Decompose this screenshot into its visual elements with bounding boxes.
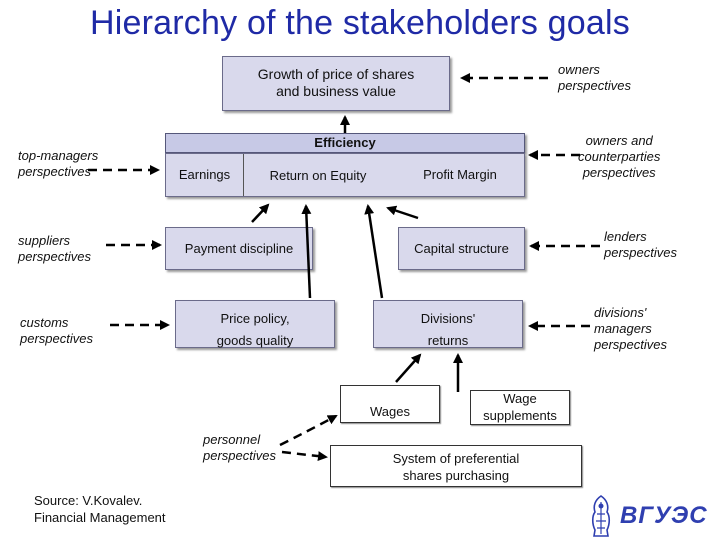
capital-to-efficiency-arrow <box>386 205 419 220</box>
wage-supplements-label: Wage supplements <box>483 391 557 423</box>
efficiency-components-box: Earnings Return on Equity Profit Margin <box>165 153 525 197</box>
divisions-returns-label-1: Divisions' <box>420 311 476 326</box>
personnel-wages-arrow <box>279 414 338 447</box>
source-line-2: Financial Management <box>34 510 166 525</box>
growth-box: Growth of price of shares and business v… <box>222 56 450 111</box>
top-managers-perspectives: top-managers perspectives <box>18 148 99 179</box>
page-title: Hierarchy of the stakeholders goals <box>90 4 630 42</box>
customs-perspectives: customs perspectives <box>20 315 93 346</box>
source-line-1: Source: V.Kovalev. <box>34 493 143 508</box>
wages-to-divisions-arrow <box>395 353 422 383</box>
divisions-returns-label-2: returns <box>427 333 469 348</box>
goods-quality-label: goods quality <box>216 333 294 348</box>
logo: ВГУЭС <box>586 494 716 538</box>
preferential-shares-box: System of preferential shares purchasing <box>330 445 582 487</box>
divider <box>243 154 244 196</box>
divisions-managers-perspectives: divisions' managers perspectives <box>594 305 667 352</box>
capital-structure-label: Capital structure <box>414 241 509 256</box>
price-policy-label: Price policy, <box>220 311 290 326</box>
wage-supplements-box: Wage supplements <box>470 390 570 425</box>
logo-text: ВГУЭС <box>620 502 708 529</box>
university-crest-icon <box>591 495 611 537</box>
roe-label: Return on Equity <box>269 168 367 183</box>
earnings-label: Earnings <box>178 167 231 182</box>
profit-margin-label: Profit Margin <box>423 167 497 182</box>
growth-label: Growth of price of shares and business v… <box>257 66 415 99</box>
price-to-efficiency-arrow <box>301 204 312 299</box>
payment-to-efficiency-arrow <box>251 203 270 223</box>
preferential-shares-label: System of preferential shares purchasing <box>392 451 520 483</box>
lenders-perspectives: lenders perspectives <box>604 229 677 260</box>
efficiency-bar: Efficiency <box>165 133 525 153</box>
efficiency-label: Efficiency <box>314 135 376 150</box>
owners-counterparties-perspectives: owners and counterparties perspectives <box>578 133 661 180</box>
divisions-returns-box: Divisions' returns <box>373 300 523 348</box>
personnel-perspectives: personnel perspectives <box>203 432 276 463</box>
personnel-shares-arrow <box>281 450 328 462</box>
suppliers-perspectives: suppliers perspectives <box>18 233 91 264</box>
payment-discipline-label: Payment discipline <box>184 241 294 256</box>
payment-discipline-box: Payment discipline <box>165 227 313 270</box>
price-policy-box: Price policy, goods quality <box>175 300 335 348</box>
wages-label: Wages <box>370 404 410 419</box>
divisions-to-efficiency-arrow <box>364 204 384 299</box>
capital-structure-box: Capital structure <box>398 227 525 270</box>
wages-box: Wages <box>340 385 440 423</box>
owners-perspectives: owners perspectives <box>558 62 631 93</box>
